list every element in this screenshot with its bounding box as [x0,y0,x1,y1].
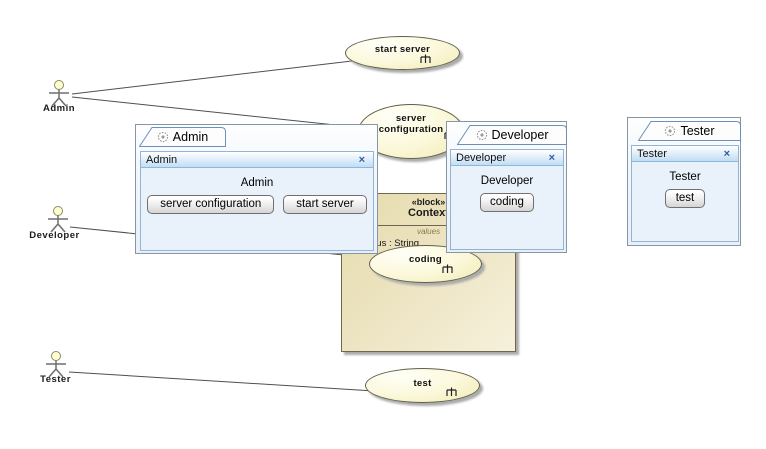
panel-admin-tab-label: Admin [172,130,209,144]
actor-tester-label: Tester [40,374,71,385]
usecase-start-server-label: start server [374,44,431,55]
dotted-circle-icon [665,125,676,137]
block-attribute-status: status : String [361,238,420,249]
panel-admin-title: Admin [146,153,178,166]
block-stereotype: «block» [411,197,446,207]
panel-admin[interactable]: Admin Admin × Admin server configuration… [135,124,378,254]
dotted-circle-icon [476,129,487,141]
close-icon[interactable]: × [358,153,365,166]
association-line-tester-test[interactable] [68,371,375,392]
tab-shape [456,125,567,145]
panel-developer-title: Developer [456,151,507,164]
panel-developer[interactable]: Developer Developer × Developer coding [446,121,567,253]
panel-admin-window: Admin × Admin server configuration start… [140,151,374,251]
test-button[interactable]: test [664,189,706,208]
panel-developer-tab[interactable]: Developer [456,125,567,145]
panel-tester-body-label: Tester [669,171,701,183]
actor-developer[interactable] [41,205,75,235]
usecase-server-configuration-label-line1: server [395,113,427,124]
start-server-button[interactable]: start server [283,195,367,214]
panel-tester-title: Tester [637,147,667,160]
tab-shape [637,121,741,141]
panel-developer-tab-label: Developer [491,128,549,142]
actor-tester[interactable] [39,350,73,380]
panel-tester-tab[interactable]: Tester [637,121,741,141]
block-values-label: values [416,227,441,236]
panel-tester-tab-label: Tester [680,124,715,138]
actor-admin[interactable] [42,79,76,109]
actor-developer-label: Developer [29,230,80,241]
usecase-coding-label: coding [409,254,442,265]
usecase-start-server[interactable]: start server [345,36,460,70]
block-name: Context [408,207,449,219]
panel-developer-titlebar[interactable]: Developer × [451,150,563,166]
rake-icon [442,264,453,273]
close-icon[interactable]: × [723,147,730,160]
panel-tester-window: Tester × Tester test [631,145,739,242]
association-line-admin-start-server[interactable] [71,60,353,95]
panel-developer-window: Developer × Developer coding [450,149,564,250]
actor-admin-label: Admin [42,103,76,114]
usecase-test[interactable]: test [365,368,480,403]
block-compartment-separator [342,225,515,226]
coding-button[interactable]: coding [480,193,534,212]
panel-admin-body-label: Admin [240,177,274,189]
usecase-test-label: test [413,378,432,389]
rake-icon [420,54,431,63]
server-configuration-button[interactable]: server configuration [147,195,275,214]
usecase-server-configuration-label-line2: configuration [378,124,444,135]
panel-admin-tab[interactable]: Admin [138,127,226,147]
panel-developer-body-label: Developer [480,175,534,187]
panel-admin-titlebar[interactable]: Admin × [141,152,373,168]
panel-tester[interactable]: Tester Tester × Tester test [627,117,741,246]
panel-tester-titlebar[interactable]: Tester × [632,146,738,162]
dotted-circle-icon [157,131,168,143]
close-icon[interactable]: × [548,151,555,164]
rake-icon [446,387,457,396]
